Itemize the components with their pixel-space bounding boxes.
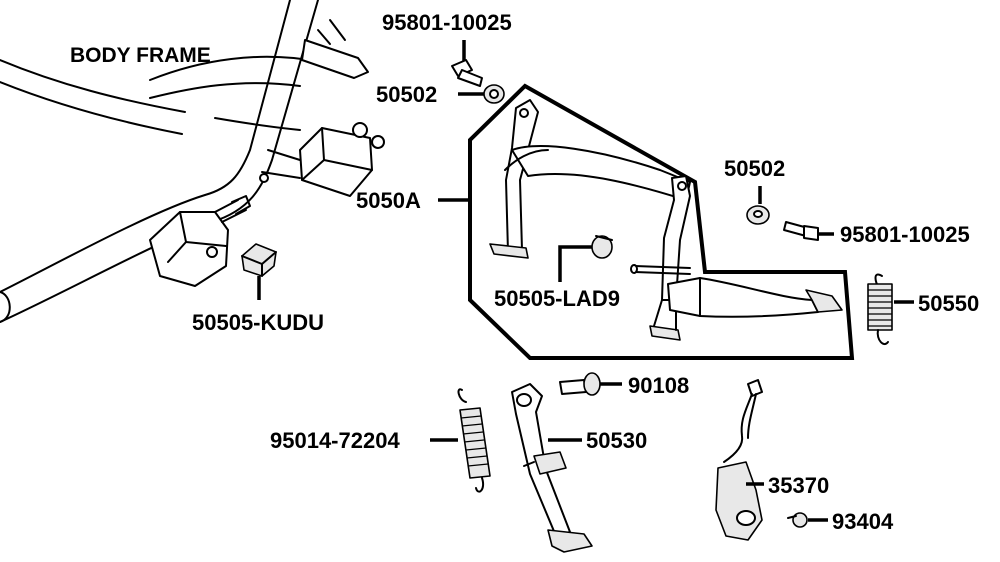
label-bolt-right: 95801-10025 — [840, 222, 970, 247]
body-frame-label: BODY FRAME — [70, 44, 211, 67]
collar-right-part — [746, 205, 770, 225]
label-stopper-lad9: 50505-LAD9 — [494, 286, 620, 311]
switch-part — [715, 379, 763, 541]
main-stand-part — [489, 99, 843, 341]
label-stopper-kudu: 50505-KUDU — [192, 310, 324, 335]
screw-part — [787, 512, 808, 528]
spring-main-part — [867, 273, 893, 346]
label-switch: 35370 — [768, 473, 829, 498]
body-frame — [0, 0, 385, 323]
bolt-top-part — [451, 59, 483, 87]
pivot-bolt-part — [559, 372, 601, 396]
label-screw: 93404 — [832, 509, 894, 534]
leader-stopper-lad9 — [558, 245, 592, 282]
label-collar-top: 50502 — [376, 82, 437, 107]
bolt-right-part — [783, 221, 819, 241]
label-pivot-bolt: 90108 — [628, 373, 689, 398]
label-spring-side: 95014-72204 — [270, 428, 400, 453]
label-side-stand: 50530 — [586, 428, 647, 453]
collar-top-part — [483, 84, 505, 104]
label-bolt-top: 95801-10025 — [382, 10, 512, 35]
label-collar-right: 50502 — [724, 156, 785, 181]
side-stand-part — [511, 383, 593, 553]
label-spring-main: 50550 — [918, 291, 979, 316]
spring-side-part — [457, 388, 491, 493]
main-stand-group-box — [468, 83, 855, 360]
stopper-kudu-part — [241, 243, 277, 277]
stopper-lad9-part — [591, 235, 613, 259]
label-main-stand: 5050A — [356, 188, 421, 213]
